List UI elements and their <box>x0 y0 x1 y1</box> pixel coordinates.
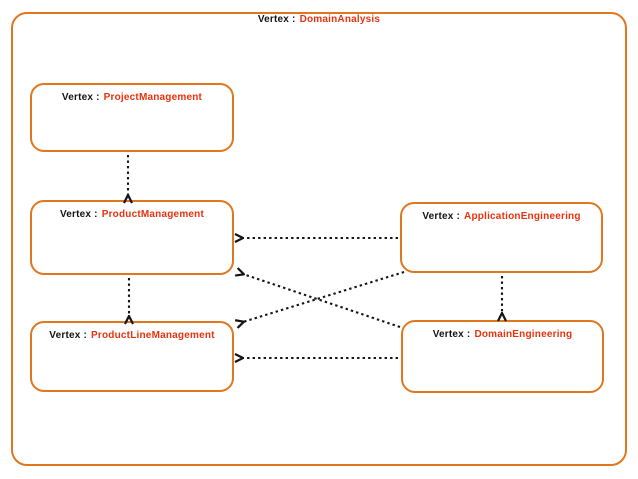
vertex-box-productmanagement[interactable]: Vertex :ProductManagement <box>30 200 234 275</box>
diagram-title: Vertex :DomainAnalysis <box>0 14 638 25</box>
vertex-name: ProductManagement <box>101 209 205 220</box>
vertex-name: DomainEngineering <box>474 329 573 340</box>
vertex-box-productlinemanagement[interactable]: Vertex :ProductLineManagement <box>30 321 234 392</box>
vertex-label-prefix: Vertex : <box>61 92 100 103</box>
vertex-name: ApplicationEngineering <box>464 211 581 222</box>
diagram-title-name: DomainAnalysis <box>299 14 381 25</box>
vertex-name: ProductLineManagement <box>91 330 215 341</box>
vertex-name: ProjectManagement <box>103 92 203 103</box>
vertex-box-applicationengineering[interactable]: Vertex :ApplicationEngineering <box>400 202 603 273</box>
vertex-box-domainengineering[interactable]: Vertex :DomainEngineering <box>401 320 604 393</box>
vertex-label-prefix: Vertex : <box>432 329 471 340</box>
vertex-label-prefix: Vertex : <box>59 209 98 220</box>
vertex-box-projectmanagement[interactable]: Vertex :ProjectManagement <box>30 83 234 152</box>
vertex-label-prefix: Vertex : <box>49 330 88 341</box>
diagram-title-prefix: Vertex : <box>257 14 296 25</box>
vertex-label-prefix: Vertex : <box>422 211 461 222</box>
